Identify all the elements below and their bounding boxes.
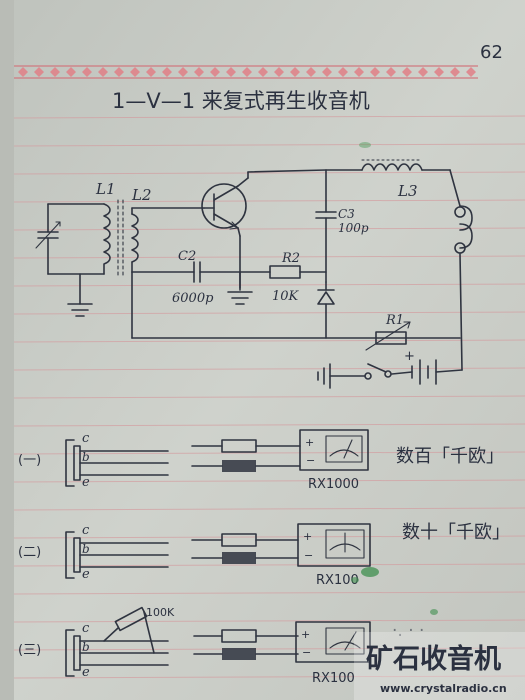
ink-stains (351, 142, 438, 615)
test-index: (二) (18, 545, 41, 560)
page-number: 62 (480, 42, 503, 63)
label-r1: R1 (385, 313, 404, 328)
multimeter-icon: + − (299, 429, 369, 471)
battery-plus-sign: + (404, 349, 415, 364)
test-index: (一) (18, 453, 41, 468)
coil-l1-icon (103, 203, 111, 275)
resistor-r1-icon (365, 321, 411, 351)
watermark-url: www.crystalradio.cn (380, 682, 507, 695)
test-probe-icon (191, 439, 301, 472)
svg-text:+: + (303, 530, 312, 543)
svg-text:+: + (305, 436, 314, 449)
ground-icon (227, 291, 253, 305)
bias-resistor-icon (103, 606, 155, 654)
ground-icon (317, 363, 331, 389)
pin-c: c (82, 523, 90, 538)
pin-c: c (82, 431, 90, 446)
label-c2-value: 6000p (172, 291, 214, 306)
label-r2: R2 (281, 251, 300, 266)
pin-c: c (82, 621, 90, 636)
bias-resistor-value: 100K (146, 606, 175, 619)
label-l1: L1 (95, 180, 116, 198)
svg-text:−: − (302, 646, 311, 659)
label-r2-value: 10K (272, 289, 300, 304)
multimeter-icon: + − (295, 621, 371, 663)
meter-range: RX100 (312, 671, 355, 686)
ground-icon (67, 303, 93, 317)
coil-l3-icon (361, 159, 423, 171)
ruled-lines (13, 115, 525, 679)
meter-range: RX1000 (308, 477, 359, 492)
test-result: 数十「千欧」 (402, 522, 510, 543)
test-probe-icon (191, 533, 299, 564)
label-c3-value: 100p (338, 221, 369, 235)
label-c3: C3 (338, 207, 355, 221)
earphone-icon (454, 205, 473, 254)
schematic: L1 L2 C2 6000p (35, 159, 473, 389)
meter-range: RX100 (316, 573, 359, 588)
test-diagram-3: (三) c b e 100K + − RX1 (18, 606, 424, 686)
label-c2: C2 (178, 249, 196, 264)
pin-b: b (82, 450, 90, 464)
svg-text:+: + (301, 628, 310, 641)
page-title: 1—V—1 来复式再生收音机 (112, 89, 370, 113)
header-border (14, 65, 478, 79)
pin-b: b (82, 640, 90, 654)
label-l2: L2 (131, 186, 152, 204)
coil-l2-icon (131, 213, 139, 263)
test-diagram-1: (一) c b e + − RX1000 数百「千欧」 (18, 429, 504, 492)
page-binding-edge (0, 0, 14, 700)
pin-e: e (82, 567, 90, 582)
test-diagram-2: (二) c b e + − RX100 数十「千欧」 (18, 522, 510, 588)
test-probe-icon (193, 629, 299, 660)
variable-capacitor-icon (35, 203, 61, 275)
svg-text:−: − (306, 454, 315, 467)
pin-b: b (82, 542, 90, 556)
watermark-name: 矿石收音机 (366, 643, 501, 675)
svg-text:·. · ·: ·. · · (392, 621, 424, 641)
watermark: 矿石收音机 www.crystalradio.cn (354, 632, 525, 700)
svg-text:−: − (304, 549, 313, 562)
multimeter-icon: + − (297, 523, 371, 567)
label-l3: L3 (397, 182, 418, 200)
pin-e: e (82, 665, 90, 680)
test-index: (三) (18, 643, 41, 658)
test-result: 数百「千欧」 (396, 446, 504, 467)
pin-e: e (82, 475, 90, 490)
